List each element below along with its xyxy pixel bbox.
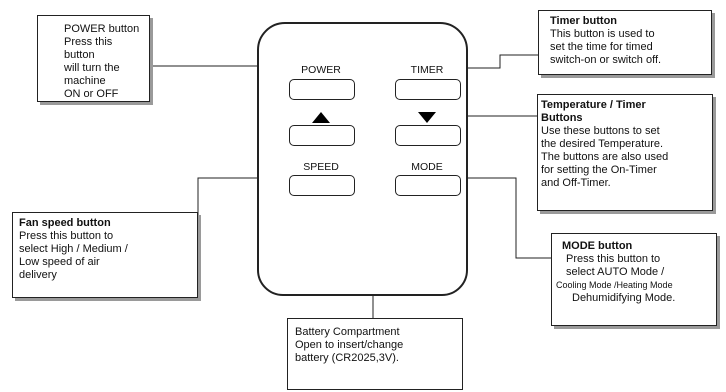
temperature-callout-text: Use these buttons to set the desired Tem… [541, 125, 669, 189]
mode-button[interactable] [395, 175, 461, 196]
temperature-up-button[interactable] [289, 125, 355, 146]
remote-control: POWER TIMER SPEED MODE [257, 22, 468, 296]
power-callout-text: Press this button will turn the machine … [64, 36, 120, 100]
fan-speed-callout-title: Fan speed button [19, 217, 111, 229]
temperature-callout-title: Temperature / Timer Buttons [541, 99, 646, 124]
power-callout: POWER button Press this button will turn… [37, 15, 150, 102]
fan-speed-callout: Fan speed button Press this button to se… [12, 212, 198, 298]
mode-leader-line [452, 177, 551, 259]
timer-callout: Timer button This button is used to set … [538, 10, 712, 75]
battery-callout-text: Battery Compartment Open to insert/chang… [295, 326, 404, 364]
mode-callout-text-2: Cooling Mode /Heating Mode [556, 280, 673, 290]
triangle-up-icon [312, 112, 330, 123]
power-button-label: POWER [301, 64, 341, 76]
power-callout-title: POWER button [64, 23, 140, 35]
temperature-down-button[interactable] [395, 125, 461, 146]
mode-callout-title: MODE button [562, 240, 633, 252]
mode-callout-text-3: Dehumidifying Mode. [572, 292, 676, 304]
temperature-callout: Temperature / Timer Buttons Use these bu… [537, 94, 713, 211]
speed-button[interactable] [289, 175, 355, 196]
fan-speed-callout-text: Press this button to select High / Mediu… [19, 230, 128, 281]
triangle-down-icon [418, 112, 436, 123]
speed-button-label: SPEED [303, 161, 339, 173]
battery-callout: Battery Compartment Open to insert/chang… [287, 318, 463, 390]
mode-callout: MODE button Press this button to select … [551, 233, 717, 326]
timer-button[interactable] [395, 79, 461, 100]
timer-button-label: TIMER [410, 64, 444, 76]
timer-callout-title: Timer button [550, 15, 618, 27]
mode-button-label: MODE [411, 161, 443, 173]
power-button[interactable] [289, 79, 355, 100]
timer-callout-text: This button is used to set the time for … [550, 28, 662, 66]
mode-callout-text-1: Press this button to select AUTO Mode / [566, 253, 665, 278]
